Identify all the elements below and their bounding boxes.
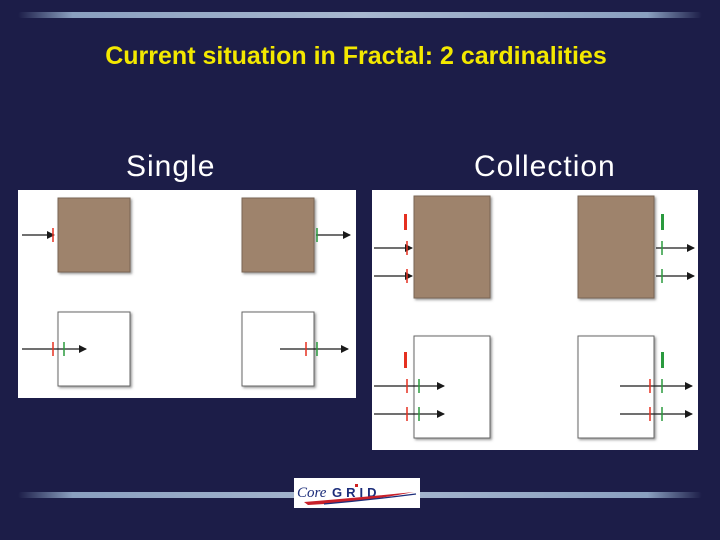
- composite-component-box: [413, 195, 491, 299]
- collection-interface-marker: [661, 352, 664, 368]
- composite-component-box: [577, 195, 655, 299]
- single-diagram: [22, 197, 351, 387]
- svg-text:Core: Core: [297, 485, 327, 501]
- svg-text:GRID: GRID: [332, 485, 381, 500]
- collection-label: Collection: [474, 150, 616, 183]
- single-label: Single: [126, 150, 216, 183]
- coregrid-logo-graphic: Core GRID: [297, 484, 417, 505]
- composite-component-box: [241, 197, 315, 273]
- collection-interface-marker: [661, 214, 664, 230]
- collection-interface-marker: [404, 214, 407, 230]
- top-decorative-bar: [18, 12, 702, 18]
- collection-interface-marker: [404, 352, 407, 368]
- single-diagram-panel: [18, 190, 356, 398]
- coregrid-logo: Core GRID: [294, 478, 420, 508]
- primitive-component-box: [577, 335, 655, 439]
- collection-diagram-panel: [372, 190, 698, 450]
- collection-diagram: [374, 195, 695, 439]
- primitive-component-box: [413, 335, 491, 439]
- composite-component-box: [57, 197, 131, 273]
- slide-title: Current situation in Fractal: 2 cardinal…: [105, 42, 607, 70]
